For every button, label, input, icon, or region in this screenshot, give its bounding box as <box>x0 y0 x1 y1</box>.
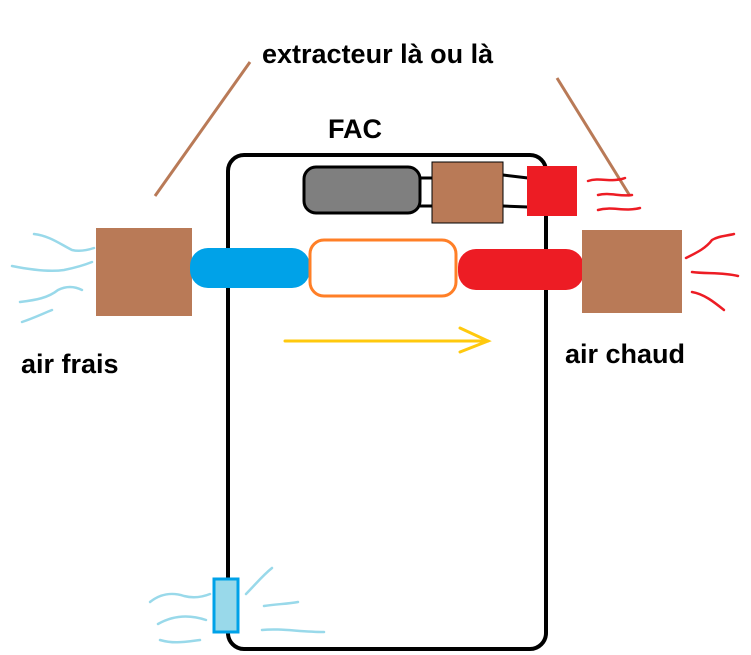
hot-air-wisps-top <box>586 176 642 212</box>
fresh-air-label: air frais <box>21 349 119 379</box>
leader-line-left <box>153 61 252 197</box>
fresh-air-wisps-left <box>10 232 96 324</box>
extractor-label: extracteur là ou là <box>262 39 494 69</box>
hot-air-label: air chaud <box>565 339 685 369</box>
hot-air-wisps-right <box>684 232 740 312</box>
connector-line-3 <box>502 173 529 180</box>
leader-line-right <box>555 77 632 197</box>
cold-duct <box>190 248 310 288</box>
extractor-right <box>582 230 682 313</box>
hot-element-top <box>527 166 577 216</box>
fac-label: FAC <box>328 114 382 144</box>
hot-duct <box>458 249 584 290</box>
fresh-air-wisps-bottom <box>148 566 326 644</box>
extractor-left <box>96 228 192 316</box>
fac-enclosure <box>226 153 548 651</box>
radiator <box>308 238 458 298</box>
air-intake-vent <box>212 577 240 634</box>
connector-line-4 <box>502 204 529 209</box>
compressor <box>302 165 422 215</box>
extractor-top <box>431 161 504 224</box>
flow-arrow <box>283 326 492 354</box>
